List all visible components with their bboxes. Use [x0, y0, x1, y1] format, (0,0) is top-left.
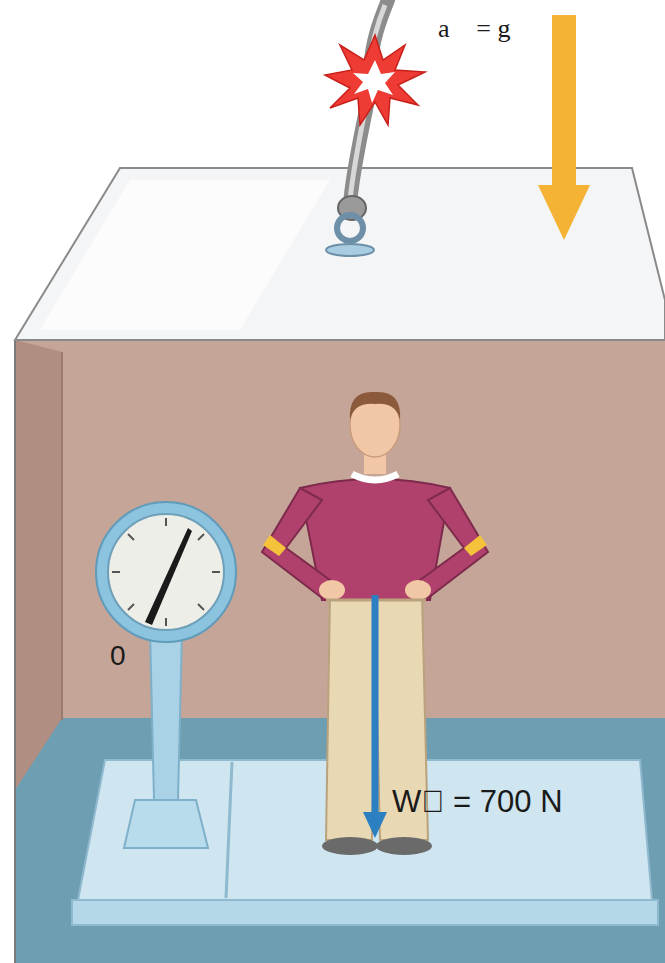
dial-reading: 0 [110, 640, 126, 672]
side-wall [15, 340, 62, 790]
weight-arrow [372, 595, 379, 815]
acceleration-arrow [538, 15, 590, 240]
dial-needle [145, 528, 192, 625]
weight-label: W⃗ = 700 N [392, 784, 563, 820]
scale-dial [96, 502, 236, 642]
break-burst [325, 35, 425, 125]
acceleration-label: a⃗ = g⃗ [438, 14, 531, 44]
back-wall [15, 340, 665, 963]
scale-column [150, 630, 182, 800]
eye-bolt [337, 215, 363, 241]
